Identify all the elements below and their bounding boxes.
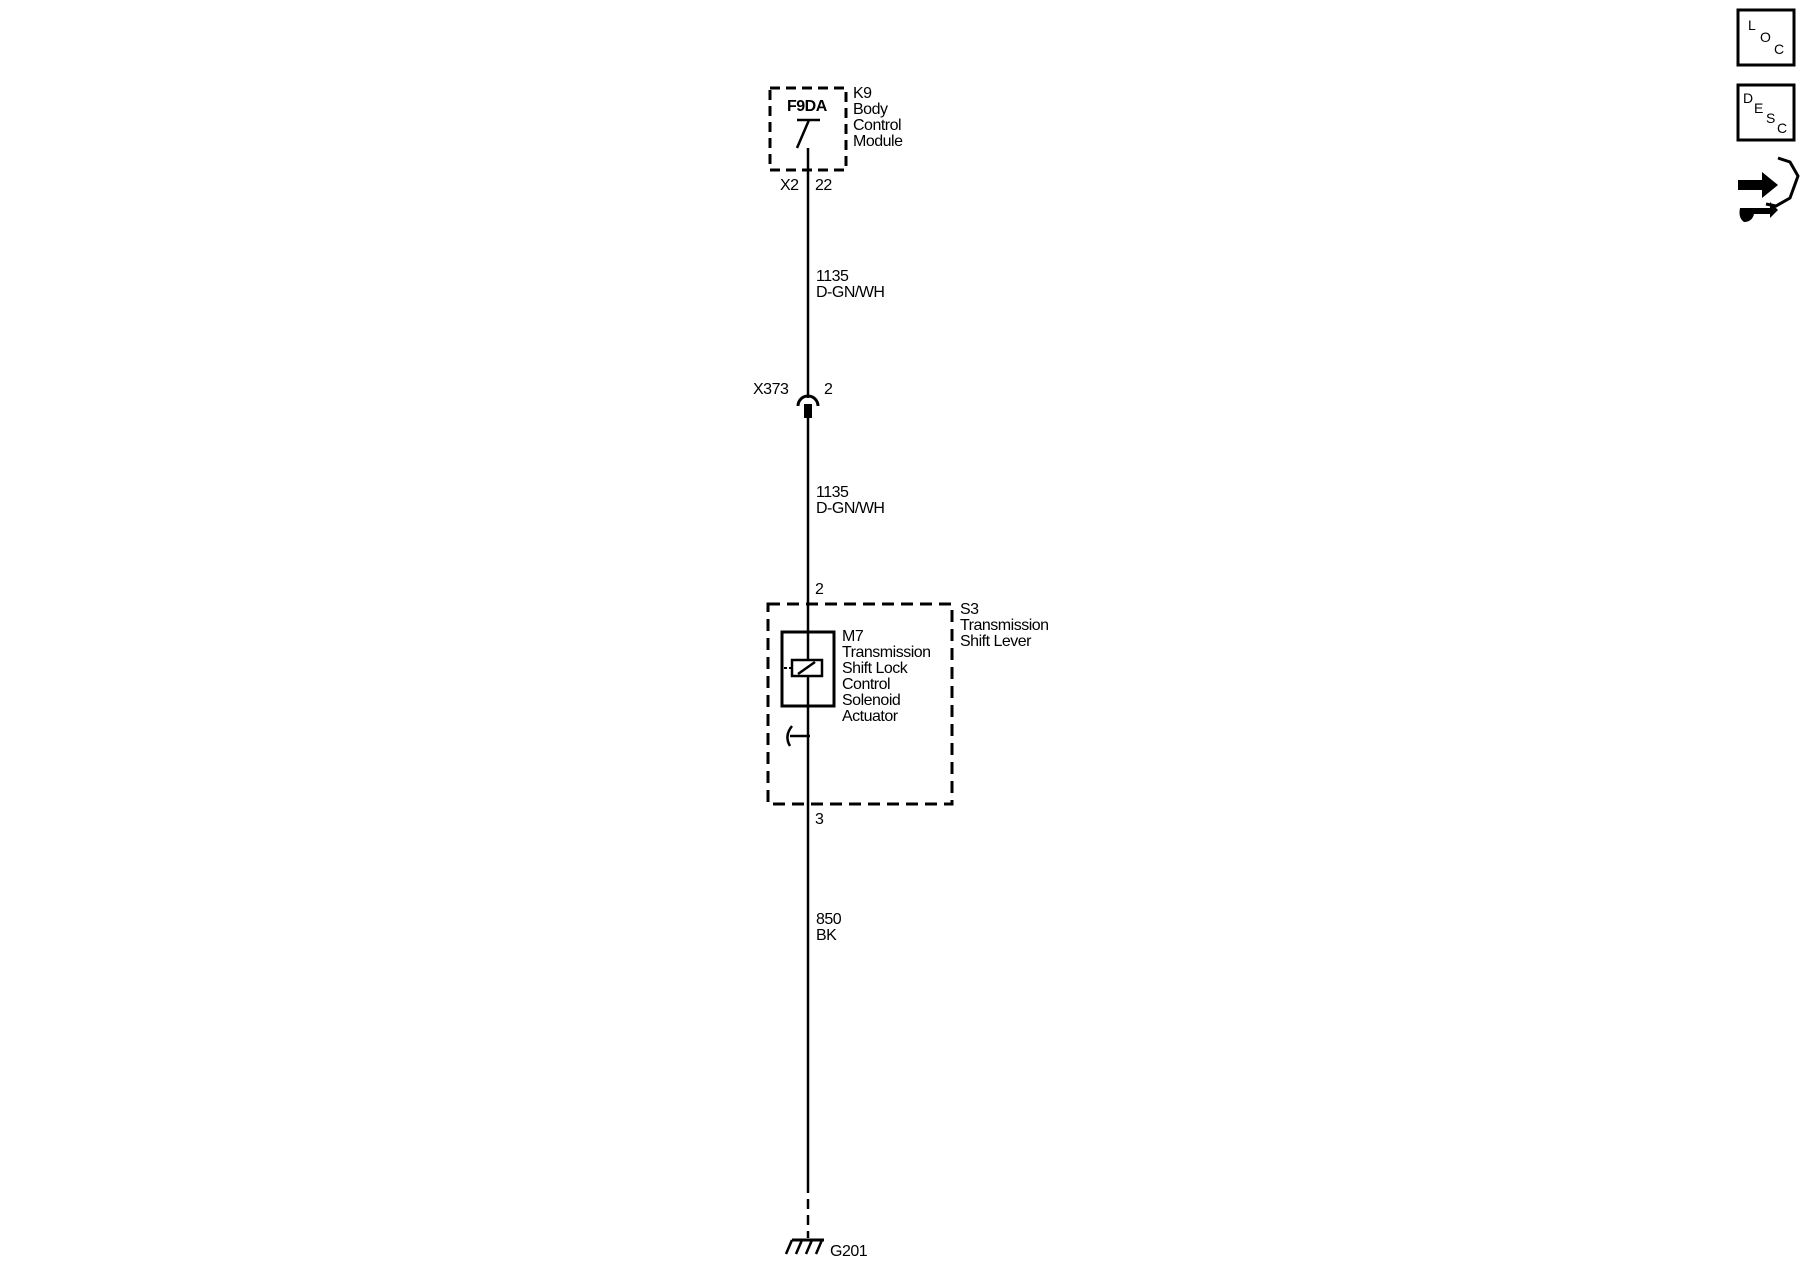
desc-letter-c: C (1777, 120, 1787, 136)
connector-male-icon (804, 404, 812, 418)
shift-lever-dashed-box (766, 602, 954, 806)
wire-middle-color: D-GN/WH (816, 500, 884, 517)
inline-connector-pin: 2 (824, 381, 833, 398)
bcm-name-line-2: Control (853, 117, 901, 134)
bcm-name-line-3: Module (853, 133, 903, 150)
loc-letter-c: C (1774, 41, 1784, 57)
bcm-switch-icon (795, 118, 820, 170)
loc-letter-l: L (1748, 17, 1756, 33)
shift-lever-pin-in: 2 (815, 581, 824, 598)
bcm-ref: K9 (853, 85, 872, 102)
shift-lever-ref: S3 (960, 601, 979, 618)
wire-top-color: D-GN/WH (816, 284, 884, 301)
shift-lever-component[interactable]: 2 3 S3 Transmission Shift Lever (766, 581, 1049, 828)
inline-connector-x373[interactable]: X373 2 (753, 381, 834, 418)
shift-lever-name-line-1: Transmission (960, 617, 1049, 634)
inline-connector-ref: X373 (753, 381, 789, 398)
desc-letter-d: D (1743, 90, 1753, 106)
loc-button[interactable]: L O C (1736, 8, 1796, 67)
connector-end-view-icon (1738, 156, 1800, 222)
ground-ref: G201 (830, 1243, 868, 1260)
wire-top-circuit: 1135 (816, 268, 849, 285)
bcm-name-line-1: Body (853, 101, 888, 118)
desc-letter-e: E (1754, 100, 1763, 116)
shift-lever-pin-out: 3 (815, 811, 824, 828)
bcm-connector: X2 (780, 177, 799, 194)
bcm-internal-label: F9DA (787, 98, 828, 115)
wire-bottom-circuit: 850 (816, 911, 842, 928)
solenoid-component[interactable]: M7 Transmission Shift Lock Control Solen… (780, 628, 931, 747)
shift-lock-switch-icon (786, 725, 810, 747)
shift-lever-name-line-2: Shift Lever (960, 633, 1032, 650)
desc-button[interactable]: D E S C (1736, 83, 1796, 142)
ground-g201[interactable]: G201 (784, 1238, 868, 1260)
bcm-pin: 22 (815, 177, 832, 194)
solenoid-name-line-5: Actuator (842, 708, 899, 725)
connector-end-view-button[interactable] (1738, 156, 1800, 222)
solenoid-coil-icon (784, 632, 824, 706)
solenoid-name-line-1: Transmission (842, 644, 931, 661)
ground-icon (784, 1238, 824, 1255)
bcm-module[interactable]: F9DA K9 Body Control Module X2 22 (768, 85, 904, 194)
loc-icon (1736, 8, 1796, 67)
desc-letter-s: S (1766, 110, 1775, 126)
wire-bottom-color: BK (816, 927, 837, 944)
solenoid-name-line-3: Control (842, 676, 890, 693)
wire-middle-circuit: 1135 (816, 484, 849, 501)
desc-icon (1736, 83, 1796, 142)
connector-female-icon (796, 394, 820, 407)
solenoid-name-line-4: Solenoid (842, 692, 900, 709)
solenoid-ref: M7 (842, 628, 864, 645)
loc-letter-o: O (1760, 29, 1771, 45)
solenoid-name-line-2: Shift Lock (842, 660, 909, 677)
